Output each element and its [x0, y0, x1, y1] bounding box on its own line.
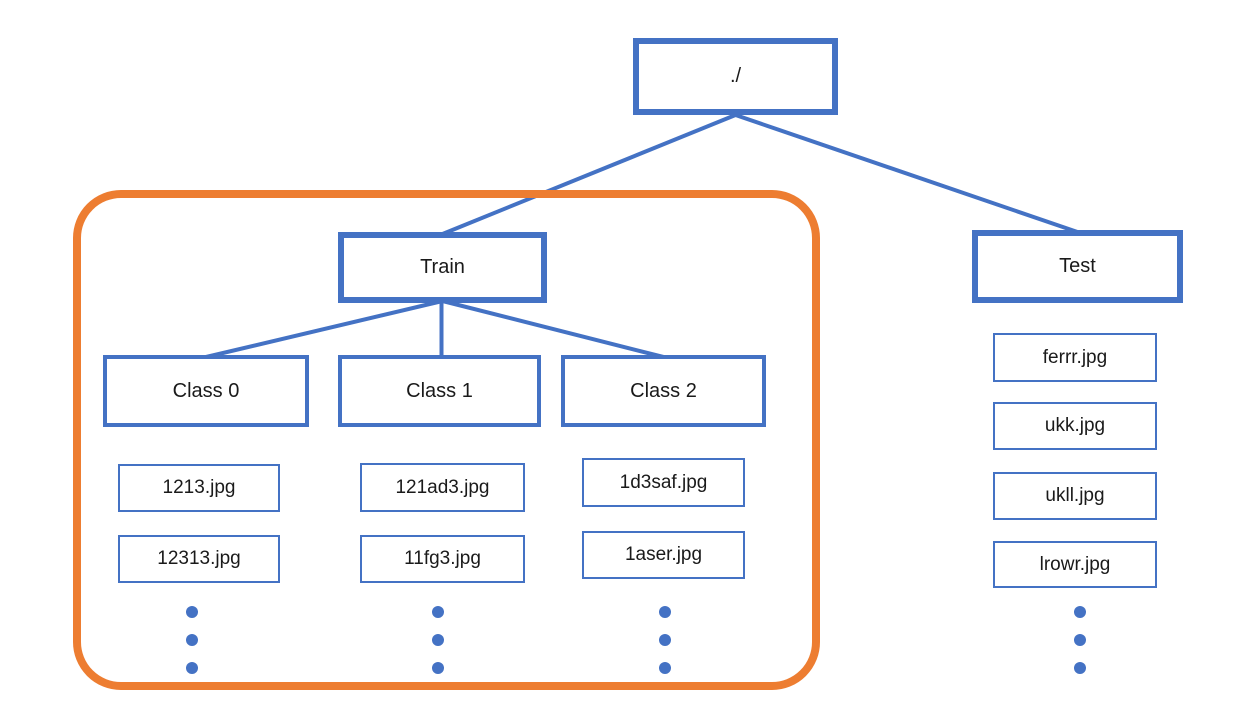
test-node-label: Test — [1059, 255, 1096, 277]
dot-icon — [432, 606, 444, 618]
dot-icon — [659, 634, 671, 646]
file-node: 1d3saf.jpg — [582, 458, 745, 507]
file-name: 11fg3.jpg — [404, 548, 481, 569]
file-node: ferrr.jpg — [993, 333, 1157, 382]
file-name: 121ad3.jpg — [395, 476, 490, 498]
file-name: 1213.jpg — [162, 477, 236, 498]
train-node: Train — [338, 232, 547, 303]
file-name: ferrr.jpg — [1042, 346, 1108, 368]
train-highlight-outline — [73, 190, 820, 690]
class-2-label: Class 2 — [630, 379, 697, 402]
dot-icon — [1074, 634, 1086, 646]
file-node: 1213.jpg — [118, 464, 280, 512]
class-1-label: Class 1 — [406, 379, 473, 402]
file-name: 12313.jpg — [157, 548, 241, 569]
ellipsis-dots-icon — [659, 606, 671, 674]
class-0-node: Class 0 — [103, 355, 309, 427]
class-2-node: Class 2 — [561, 355, 766, 427]
dot-icon — [186, 606, 198, 618]
class-0-label: Class 0 — [172, 379, 240, 402]
ellipsis-dots-icon — [1074, 606, 1086, 674]
file-name: 1d3saf.jpg — [619, 471, 708, 493]
dot-icon — [186, 662, 198, 674]
file-name: 1aser.jpg — [624, 544, 703, 565]
dot-icon — [659, 662, 671, 674]
test-node: Test — [972, 230, 1183, 303]
file-node: lrowr.jpg — [993, 541, 1157, 588]
file-name: lrowr.jpg — [1039, 553, 1111, 575]
root-node: ./ — [633, 38, 838, 115]
file-name: ukll.jpg — [1045, 485, 1105, 506]
file-node: 11fg3.jpg — [360, 535, 525, 583]
dot-icon — [432, 662, 444, 674]
file-node: 1aser.jpg — [582, 531, 745, 579]
file-name: ukk.jpg — [1044, 415, 1106, 436]
dot-icon — [1074, 606, 1086, 618]
root-node-label: ./ — [729, 65, 742, 87]
file-node: ukll.jpg — [993, 472, 1157, 520]
file-node: ukk.jpg — [993, 402, 1157, 450]
file-node: 12313.jpg — [118, 535, 280, 583]
dot-icon — [659, 606, 671, 618]
ellipsis-dots-icon — [186, 606, 198, 674]
dot-icon — [1074, 662, 1086, 674]
ellipsis-dots-icon — [432, 606, 444, 674]
train-node-label: Train — [420, 256, 465, 278]
file-node: 121ad3.jpg — [360, 463, 525, 512]
dot-icon — [186, 634, 198, 646]
dot-icon — [432, 634, 444, 646]
class-1-node: Class 1 — [338, 355, 541, 427]
